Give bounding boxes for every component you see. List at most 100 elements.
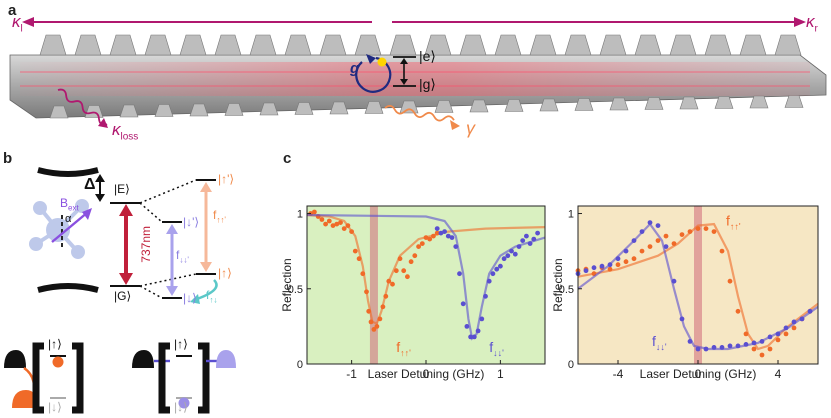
y-axis-label: Reflection	[280, 258, 294, 311]
bottom-up-label-2: |↑⟩	[174, 337, 188, 351]
f-upup-label: f↑↑'	[213, 208, 226, 225]
data-point	[703, 226, 709, 232]
f-updown-label: f↑↓	[206, 288, 218, 305]
waveguide-tooth	[714, 96, 734, 109]
gamma-wave	[384, 104, 455, 122]
data-point	[695, 226, 701, 232]
bottom-up-label-1: |↑⟩	[48, 337, 62, 351]
data-point	[471, 334, 477, 340]
kappa-loss-wave	[57, 88, 108, 126]
waveguide-tooth	[564, 34, 592, 56]
data-point	[524, 233, 529, 239]
data-point	[639, 229, 645, 235]
up-label: |↑⟩	[218, 266, 232, 280]
data-point	[383, 293, 389, 299]
data-point	[468, 334, 473, 340]
data-point	[647, 244, 653, 250]
kappa-right-arrowhead	[794, 17, 806, 27]
data-point	[360, 271, 366, 277]
gamma-label: γ	[466, 118, 475, 138]
data-point	[427, 236, 433, 242]
data-point	[623, 259, 629, 265]
data-point	[338, 220, 343, 226]
data-point	[520, 238, 526, 244]
data-point	[663, 233, 669, 239]
data-point	[791, 319, 797, 325]
E-state-label: |E⟩	[114, 182, 130, 196]
data-point	[759, 339, 765, 344]
data-point	[486, 278, 492, 284]
data-point	[319, 217, 325, 222]
data-point	[323, 221, 328, 227]
data-point	[687, 229, 693, 235]
data-point	[442, 229, 447, 235]
waveguide-tooth	[144, 34, 172, 56]
waveguide-tooth	[214, 34, 242, 56]
data-point	[438, 230, 444, 236]
data-point	[416, 244, 421, 250]
data-point	[509, 248, 514, 254]
x-tick-label: 4	[775, 367, 782, 381]
data-point	[445, 233, 451, 239]
waveguide-tooth	[679, 96, 699, 110]
waveguide-tooth	[774, 34, 802, 56]
y-tick-label: 0.5	[559, 284, 574, 296]
y-axis-label: Reflection	[551, 258, 565, 311]
data-point	[352, 248, 358, 254]
data-point	[312, 209, 317, 215]
data-point	[671, 278, 677, 284]
waveguide-tooth	[539, 98, 559, 112]
waveguide-tooth	[609, 97, 629, 111]
data-point	[475, 328, 481, 334]
f-downdown-label: f↓↓'	[176, 248, 189, 265]
data-point	[783, 331, 789, 337]
data-point	[735, 308, 741, 314]
data-point	[607, 262, 613, 268]
data-point	[364, 289, 369, 295]
coupling-g-circle	[355, 56, 392, 93]
data-point	[615, 262, 621, 268]
data-point	[767, 346, 773, 352]
waveguide-tooth	[364, 101, 384, 114]
panel-c-letter: c	[283, 150, 292, 167]
data-point	[719, 345, 725, 350]
data-point	[783, 325, 789, 331]
data-point	[727, 343, 733, 349]
data-point	[679, 232, 685, 238]
data-point	[419, 241, 425, 247]
data-point	[505, 253, 511, 259]
waveguide-tooth	[354, 34, 382, 56]
data-point	[490, 271, 496, 277]
waveguide-tooth	[434, 100, 454, 113]
data-point	[527, 241, 533, 247]
data-point	[735, 343, 741, 349]
data-point	[791, 325, 797, 331]
data-point	[647, 220, 653, 226]
y-tick-label: 0	[297, 359, 303, 371]
plot-background	[307, 206, 545, 364]
laser-beam	[20, 62, 810, 96]
data-point	[695, 346, 701, 352]
waveguide-tooth	[109, 34, 137, 56]
laser-band	[694, 206, 702, 364]
data-point	[743, 342, 749, 347]
data-point	[679, 316, 685, 322]
data-point	[449, 235, 455, 241]
y-tick-label: 0	[568, 359, 574, 371]
waveguide-tooth	[504, 99, 524, 112]
waveguide-tooth	[284, 34, 312, 56]
data-point	[775, 331, 781, 337]
data-point	[464, 324, 470, 329]
emitter-dot	[377, 57, 387, 67]
x-axis-label: Laser Detuning (GHz)	[368, 367, 485, 381]
data-point	[623, 248, 629, 254]
waveguide-tooth	[249, 34, 277, 56]
data-point	[703, 346, 709, 352]
waveguide-tooth	[574, 98, 594, 111]
waveguide-tooth	[669, 34, 697, 56]
data-point	[687, 339, 693, 344]
data-point	[434, 230, 440, 236]
data-point	[479, 316, 485, 322]
data-point	[535, 230, 540, 236]
data-point	[799, 316, 805, 322]
